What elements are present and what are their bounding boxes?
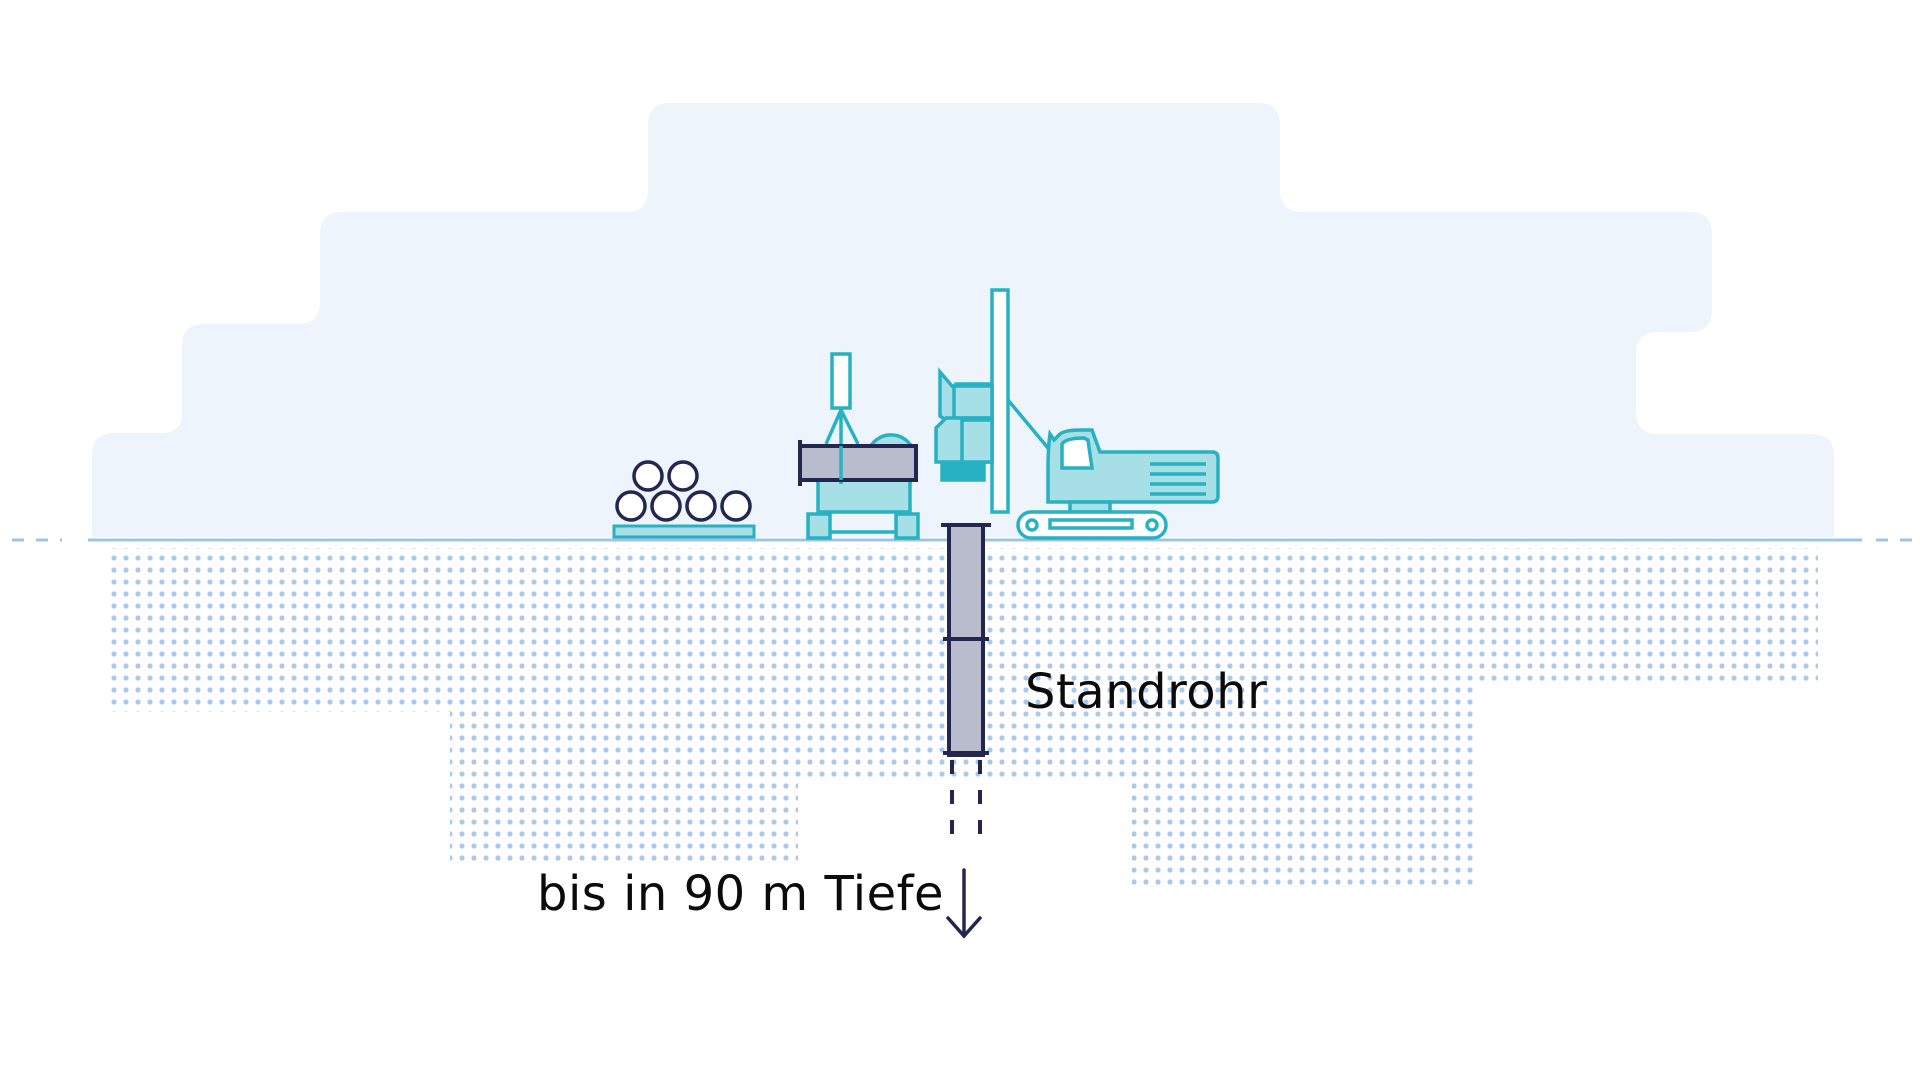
- standpipe-label: Standrohr: [1025, 664, 1268, 720]
- standpipe-icon: [941, 523, 991, 850]
- depth-label: bis in 90 m Tiefe: [537, 866, 945, 922]
- pile-driver-excavator-icon: [934, 288, 1220, 540]
- pipe-stack-icon: [612, 460, 756, 539]
- sky-backdrop: [92, 103, 1834, 537]
- carried-pipe-icon: [798, 440, 918, 486]
- down-arrow-icon: [946, 868, 982, 939]
